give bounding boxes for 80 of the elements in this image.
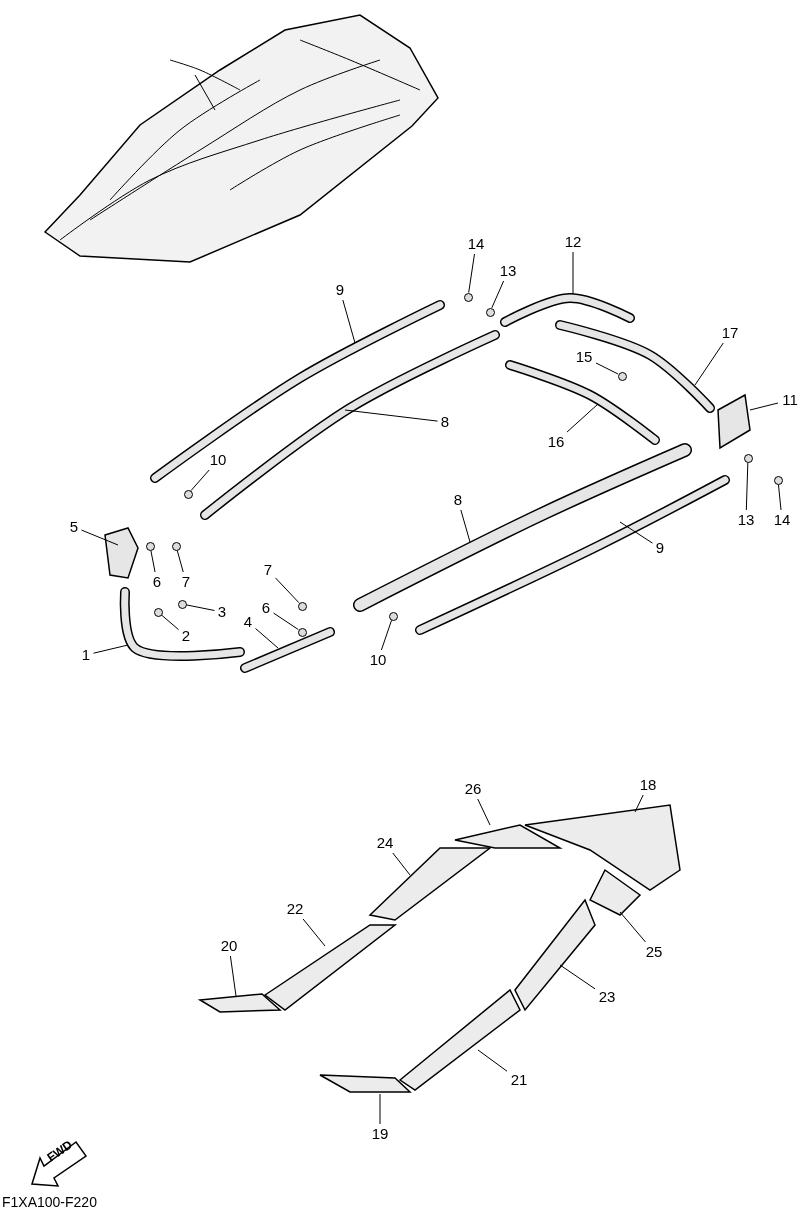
fastener — [171, 541, 181, 551]
callout-number: 24 — [374, 834, 396, 852]
callout-number: 2 — [179, 627, 193, 645]
callout-number: 1 — [79, 646, 93, 664]
leader-line — [275, 577, 300, 604]
leader-line — [379, 1093, 381, 1125]
leader-line — [477, 1049, 508, 1072]
callout-number: 21 — [508, 1071, 530, 1089]
leader-line — [619, 521, 653, 544]
leader-line — [477, 798, 491, 826]
callout-number: 9 — [653, 539, 667, 557]
callout-number: 19 — [369, 1125, 391, 1143]
fastener — [617, 371, 627, 381]
callout-number: 26 — [462, 780, 484, 798]
fastener — [773, 475, 783, 485]
callout-number: 7 — [261, 561, 275, 579]
callout-number: 14 — [771, 511, 793, 529]
callout-number: 6 — [150, 573, 164, 591]
leader-line — [559, 964, 596, 990]
callout-number: 10 — [367, 651, 389, 669]
leader-line — [150, 549, 156, 573]
leader-line — [694, 342, 724, 386]
callout-number: 20 — [218, 937, 240, 955]
callout-number: 17 — [719, 324, 741, 342]
callout-number: 13 — [497, 262, 519, 280]
callout-number: 12 — [562, 233, 584, 251]
leader-line — [344, 409, 438, 422]
fastener — [145, 541, 155, 551]
fastener — [153, 607, 163, 617]
callout-number: 4 — [241, 613, 255, 631]
leader-line — [93, 644, 129, 654]
callout-number: 15 — [573, 348, 595, 366]
fastener — [463, 292, 473, 302]
fastener — [388, 611, 398, 621]
leader-line — [190, 469, 210, 492]
callout-number: 18 — [637, 776, 659, 794]
leader-line — [572, 251, 574, 295]
leader-line — [468, 253, 475, 294]
callout-number: 8 — [438, 413, 452, 431]
callout-number: 14 — [465, 235, 487, 253]
fastener — [183, 489, 193, 499]
callout-number: 9 — [333, 281, 347, 299]
callout-number: 6 — [259, 599, 273, 617]
leader-line — [566, 403, 599, 433]
leader-line — [392, 852, 411, 876]
leader-line — [619, 911, 646, 943]
leader-line — [273, 612, 299, 630]
fastener — [177, 599, 187, 609]
leader-line — [460, 509, 471, 543]
leader-line — [255, 628, 279, 649]
callout-number: 25 — [643, 943, 665, 961]
callout-number: 8 — [451, 491, 465, 509]
leader-line — [342, 299, 356, 344]
callout-number: 16 — [545, 433, 567, 451]
diagram-code: F1XA100-F220 — [2, 1194, 97, 1210]
leader-line — [176, 549, 184, 573]
leader-line — [380, 619, 393, 651]
callout-number: 3 — [215, 603, 229, 621]
callout-number: 7 — [179, 573, 193, 591]
leader-line — [634, 794, 644, 813]
leader-line — [749, 402, 779, 411]
leader-line — [595, 362, 619, 375]
callout-number: 13 — [735, 511, 757, 529]
leader-line — [229, 955, 237, 997]
leader-line — [745, 462, 749, 511]
leader-line — [777, 484, 782, 511]
fastener — [297, 601, 307, 611]
leader-line — [302, 918, 326, 947]
fastener — [485, 307, 495, 317]
callout-number: 23 — [596, 988, 618, 1006]
leader-line — [185, 604, 215, 611]
fastener — [743, 453, 753, 463]
leader-line — [160, 614, 179, 631]
callout-number: 11 — [779, 391, 800, 409]
callout-number: 22 — [284, 900, 306, 918]
fastener — [297, 627, 307, 637]
leader-line — [81, 529, 119, 546]
leader-line — [491, 280, 505, 309]
callout-number: 10 — [207, 451, 229, 469]
callout-number: 5 — [67, 518, 81, 536]
